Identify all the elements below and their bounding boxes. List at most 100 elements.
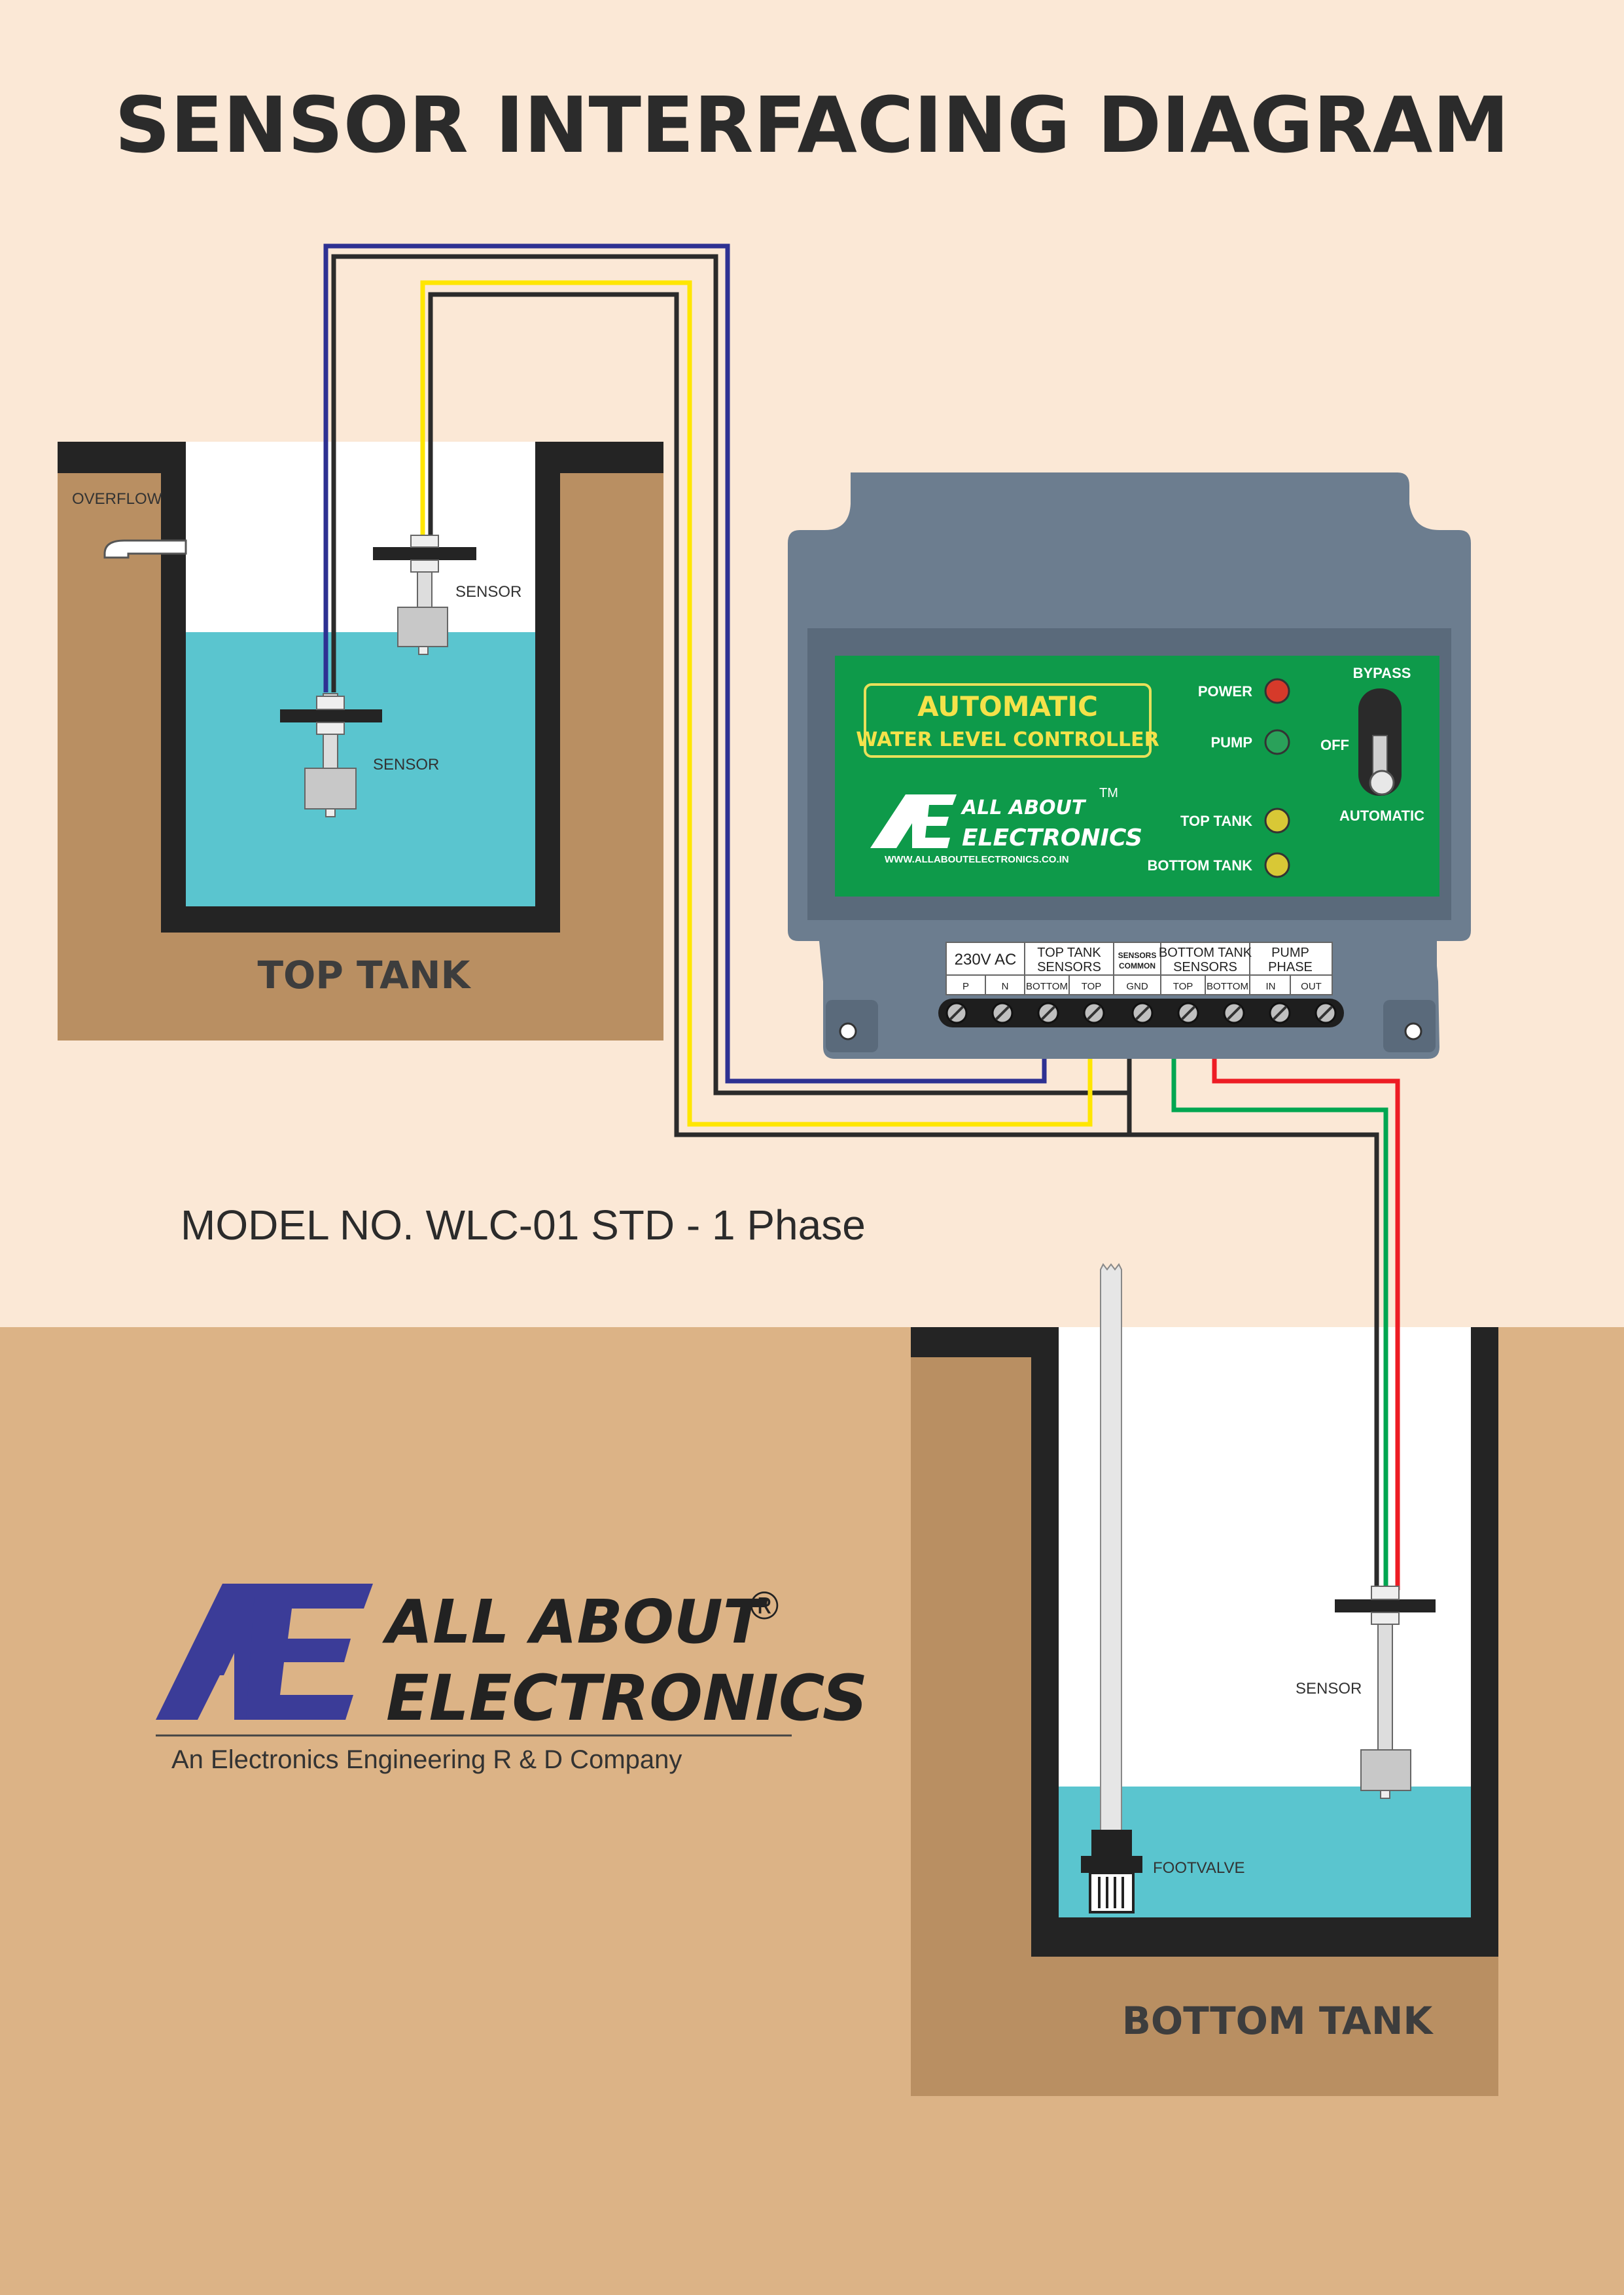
terminal-label-gnd: GND — [1126, 981, 1148, 992]
ae-logo-a-notch — [198, 1675, 230, 1720]
model-number: MODEL NO. WLC-01 STD - 1 Phase — [181, 1201, 866, 1249]
led-bottom-tank — [1264, 852, 1290, 878]
overflow-label: OVERFLOW — [72, 490, 162, 508]
terminal-group-top-sensors: SENSORS — [1037, 960, 1101, 974]
float-sensor-icon — [397, 607, 448, 647]
led-label-top-tank: TOP TANK — [1180, 813, 1252, 829]
sensor-bracket — [373, 547, 476, 560]
terminal-label-bottom-2: BOTTOM — [1207, 981, 1248, 992]
company-name-line1: ALL ABOUT — [382, 1587, 768, 1657]
panel-website: WWW.ALLABOUTELECTRONICS.CO.IN — [885, 854, 1069, 865]
footvalve-label: FOOTVALVE — [1153, 1859, 1244, 1877]
screw-slot — [1086, 1005, 1102, 1021]
sensor-nut — [316, 696, 345, 710]
float-sensor-icon — [1360, 1749, 1411, 1791]
ae-logo-e — [916, 794, 957, 848]
ae-logo-icon — [870, 794, 924, 848]
panel-logo-line2: ELECTRONICS — [962, 825, 1142, 851]
screw-slot — [1135, 1005, 1150, 1021]
company-tagline: An Electronics Engineering R & D Company — [171, 1745, 682, 1774]
brand-box — [864, 683, 1152, 758]
switch-label-bypass: BYPASS — [1353, 665, 1411, 681]
top-tank-water — [186, 632, 535, 906]
switch-label-automatic: AUTOMATIC — [1339, 808, 1424, 824]
bottom-tank: BOTTOM TANK — [911, 1327, 1498, 2096]
ae-logo-icon — [156, 1584, 264, 1720]
float-sensor-icon — [304, 768, 357, 809]
terminal-group-pump: PUMP — [1271, 946, 1309, 960]
bottom-tank-sensor: SENSOR — [1296, 1586, 1436, 1799]
sensor-bracket — [280, 709, 382, 722]
led-power — [1264, 678, 1290, 704]
terminal-group-common: COMMON — [1119, 961, 1156, 970]
terminal-screws — [945, 1002, 1337, 1024]
page-title: SENSOR INTERFACING DIAGRAM — [115, 80, 1509, 170]
mount-hole-left — [839, 1022, 857, 1041]
brand-subtitle: WATER LEVEL CONTROLLER — [856, 728, 1159, 751]
panel-logo-line1: ALL ABOUT — [961, 796, 1087, 819]
lower-sensor-label: SENSOR — [373, 756, 439, 774]
sensor-nut — [410, 535, 439, 548]
footvalve: FOOTVALVE — [1081, 1263, 1244, 1913]
led-label-power: POWER — [1198, 683, 1252, 700]
sensor-nut-lower — [410, 560, 439, 573]
sensor-nut-lower — [316, 722, 345, 735]
footvalve-icon — [1091, 1830, 1132, 1857]
wire-green — [1171, 1034, 1388, 1590]
sensor-tip — [325, 808, 336, 817]
terminal-label-bottom: BOTTOM — [1026, 981, 1068, 992]
terminal-group-phase: PHASE — [1268, 960, 1313, 974]
terminal-group-230v: 230V AC — [955, 951, 1017, 969]
company-name-line2: ELECTRONICS — [386, 1662, 868, 1735]
top-tank: OVERFLOW TOP TANK — [58, 442, 663, 1041]
wires — [323, 243, 1400, 1590]
upper-sensor-label: SENSOR — [455, 583, 521, 601]
top-tank-lower-sensor: SENSOR — [280, 693, 439, 817]
terminal-group-bottom-sensors: SENSORS — [1173, 960, 1237, 974]
terminal-label-top-2: TOP — [1173, 981, 1193, 992]
screw-slot — [1318, 1005, 1333, 1021]
led-pump — [1264, 729, 1290, 755]
screw-slot — [995, 1005, 1010, 1021]
led-label-pump: PUMP — [1210, 734, 1252, 751]
sensor-nut-lower — [1371, 1612, 1400, 1625]
panel-logo: ALL ABOUT ELECTRONICS TM WWW.ALLABOUTELE… — [870, 786, 1142, 865]
controller-panel — [835, 656, 1439, 897]
footvalve-strainer — [1089, 1872, 1135, 1913]
terminal-label-top: TOP — [1082, 981, 1102, 992]
wire-blue — [323, 243, 1047, 1084]
sensor-nut — [1371, 1586, 1400, 1600]
screw-slot — [1272, 1005, 1288, 1021]
terminal-card-dividers — [946, 942, 1332, 995]
terminal-group-top-tank: TOP TANK — [1037, 946, 1101, 960]
mount-hole-right — [1404, 1022, 1422, 1041]
bottom-tank-wall-right — [1471, 1327, 1498, 1957]
overflow-pipe — [103, 539, 187, 559]
sensor-tip — [418, 646, 429, 655]
top-tank-upper-sensor: SENSOR — [373, 535, 521, 655]
terminal-label-in: IN — [1266, 981, 1276, 992]
registered-mark: ® — [750, 1584, 779, 1628]
screw-slot — [949, 1005, 964, 1021]
led-top-tank — [1264, 808, 1290, 834]
switch-label-off: OFF — [1320, 737, 1349, 753]
led-label-bottom-tank: BOTTOM TANK — [1148, 857, 1253, 874]
sensor-tip — [1380, 1790, 1390, 1799]
footvalve-ring — [1081, 1856, 1142, 1873]
brand-title: AUTOMATIC — [917, 690, 1098, 722]
terminal-label-n: N — [1002, 981, 1009, 992]
panel-logo-tm: TM — [1099, 786, 1118, 800]
terminal-label-p: P — [962, 981, 969, 992]
bottom-sensor-label: SENSOR — [1296, 1680, 1362, 1698]
top-tank-label: TOP TANK — [257, 953, 471, 997]
toggle-knob[interactable] — [1369, 770, 1395, 796]
sensor-bracket — [1335, 1599, 1436, 1612]
controller: AUTOMATIC WATER LEVEL CONTROLLER ALL ABO… — [788, 472, 1471, 1059]
strainer-slots — [1098, 1877, 1124, 1908]
terminal-label-card — [945, 942, 1333, 995]
bypass-switch[interactable] — [1358, 688, 1402, 796]
screw-slot — [1040, 1005, 1056, 1021]
wire-black-bottom — [1127, 1093, 1379, 1590]
screw-slot — [1180, 1005, 1196, 1021]
